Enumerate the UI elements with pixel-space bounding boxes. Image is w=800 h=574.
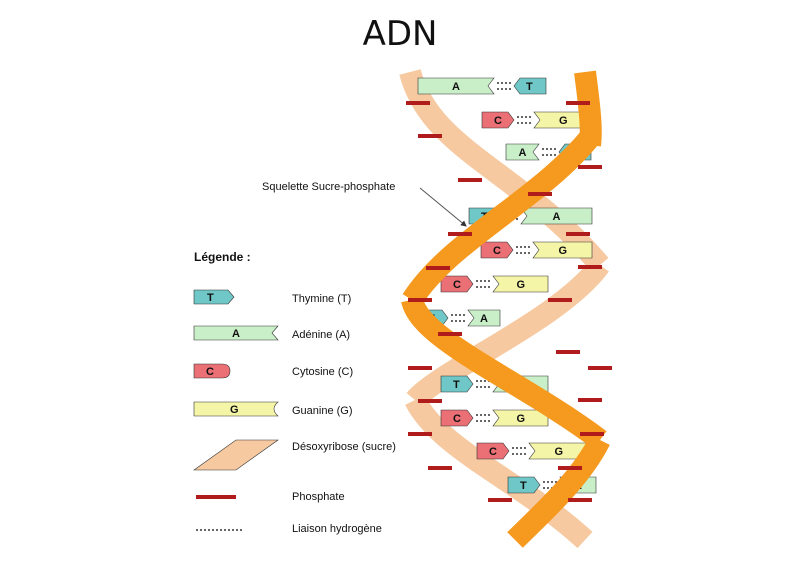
base-g: G [492, 275, 549, 293]
page-title: ADN [362, 14, 438, 54]
base-c: C [481, 111, 515, 129]
front-strand-upper [402, 128, 601, 307]
base-letter: T [520, 480, 527, 492]
legend-hbond-label: Liaison hydrogène [292, 523, 382, 535]
base-t: T [513, 77, 547, 95]
legend-thymine-icon: T [193, 289, 235, 305]
base-letter: G [559, 245, 568, 257]
legend-adenine-label: Adénine (A) [292, 329, 351, 341]
legend-phosphate-label: Phosphate [292, 491, 345, 503]
base-a: A [467, 309, 501, 327]
base-c: C [440, 409, 474, 427]
back-strand-lower [405, 394, 593, 549]
back-strand-upper [399, 68, 609, 273]
front-strand [401, 70, 610, 548]
legend-cytosine-letter: C [206, 366, 214, 378]
base-g: G [532, 241, 593, 259]
legend-guanine-icon: G [193, 401, 279, 417]
front-strand-lower [507, 434, 610, 548]
legend-sugar-label: Désoxyribose (sucre) [292, 441, 396, 453]
base-letter: G [559, 115, 568, 127]
legend-cytosine-icon: C [193, 363, 231, 379]
legend-thymine-letter: T [207, 292, 214, 304]
legend-sugar-icon [193, 439, 279, 471]
base-letter: G [517, 279, 526, 291]
base-c: C [440, 275, 474, 293]
legend-thymine-label: Thymine (T) [292, 293, 352, 305]
base-letter: C [453, 413, 461, 425]
base-t: T [507, 476, 541, 494]
backbone-label: Squelette Sucre-phosphate [262, 181, 396, 193]
legend-title: Légende : [194, 250, 251, 264]
back-strand [399, 68, 609, 549]
base-a: A [520, 207, 593, 225]
base-a: A [505, 143, 540, 161]
base-g: G [528, 442, 589, 460]
base-c: C [476, 442, 510, 460]
front-strand-middle [401, 296, 607, 449]
base-a: A [417, 77, 495, 95]
legend-adenine-letter: A [232, 328, 240, 340]
base-letter: T [453, 379, 460, 391]
base-letter: T [526, 81, 533, 93]
base-letter: C [489, 446, 497, 458]
legend-guanine-label: Guanine (G) [292, 405, 353, 417]
base-c: C [480, 241, 514, 259]
base-letter: G [517, 413, 526, 425]
base-letter: G [555, 446, 564, 458]
base-letter: A [519, 147, 527, 159]
legend-guanine-letter: G [230, 404, 239, 416]
base-letter: C [494, 115, 502, 127]
legend-shapes: T A C G [193, 289, 279, 531]
back-strand-middle [406, 258, 609, 408]
base-letter: C [453, 279, 461, 291]
base-letter: C [493, 245, 501, 257]
legend-adenine-icon: A [193, 325, 279, 341]
legend-cytosine-label: Cytosine (C) [292, 366, 354, 378]
base-letter: A [553, 211, 561, 223]
backbone-pointer [419, 187, 467, 227]
phosphate-marks [406, 101, 612, 502]
base-letter: A [452, 81, 460, 93]
base-letter: A [480, 313, 488, 325]
base-t: T [440, 375, 474, 393]
